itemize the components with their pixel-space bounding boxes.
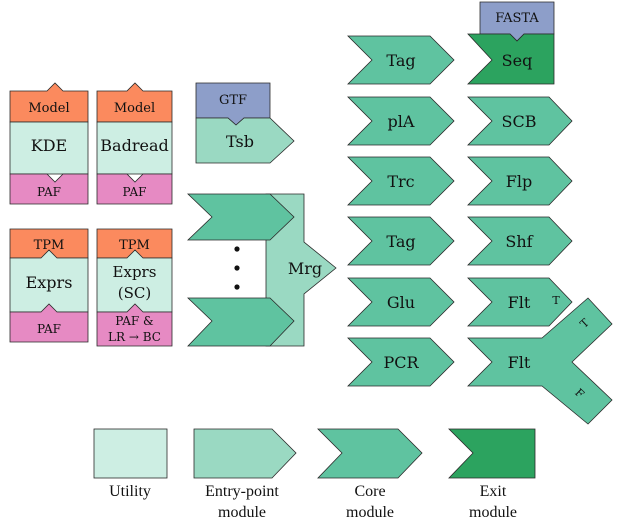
legend-item-core: Core module <box>317 428 423 521</box>
utility-output-label: PAF <box>37 185 61 199</box>
tsb-body <box>195 117 295 164</box>
ellipsis-dot <box>234 246 240 252</box>
legend-label-line2: module <box>469 504 517 521</box>
utility-label-line2: (SC) <box>118 284 151 302</box>
utility-input-label: TPM <box>34 238 65 253</box>
legend-label: Entry-point <box>205 483 279 500</box>
core-label: SCB <box>502 112 537 131</box>
filter-split-module: Flt T F <box>467 297 613 425</box>
ellipsis-dot <box>234 284 240 290</box>
legend-label: Utility <box>109 483 151 500</box>
utility-body <box>96 249 173 313</box>
legend-swatch-entry-point <box>193 428 297 479</box>
utility-body <box>9 121 89 175</box>
legend-item-exit: Exit module <box>448 428 536 521</box>
core-chevron <box>467 156 573 206</box>
utility-output-label: PAF <box>123 185 147 199</box>
seq-body <box>467 33 555 85</box>
core-label: Flt <box>508 293 531 312</box>
utility-output-tab <box>9 173 89 205</box>
core-chevron <box>467 277 573 327</box>
core-chevron <box>347 337 455 387</box>
core-module-tag: Tag <box>347 35 455 85</box>
legend-label-line2: module <box>346 504 394 521</box>
utility-input-label: Model <box>28 101 69 116</box>
fasta-label: FASTA <box>495 11 539 26</box>
core-chevron <box>467 96 573 146</box>
utility-label: KDE <box>31 136 67 155</box>
core-label: Glu <box>387 293 415 312</box>
seq-label: Seq <box>502 51 533 70</box>
core-label: PCR <box>383 353 419 372</box>
core-chevron <box>347 277 455 327</box>
legend-swatch-utility <box>93 428 168 479</box>
merge-group: Mrg <box>187 193 337 347</box>
exit-module-seq: FASTA Seq <box>467 1 555 85</box>
core-chevron <box>347 35 455 85</box>
core-module-flt: Flt T <box>467 277 573 327</box>
utility-output-label: PAF & <box>115 314 154 328</box>
utility-body <box>96 121 173 175</box>
filter-split-shape <box>467 297 613 425</box>
core-module-tag-2: Tag <box>347 216 455 266</box>
utility-label: Exprs <box>113 263 157 281</box>
core-module-pla: plA <box>347 96 455 146</box>
core-chevron <box>347 156 455 206</box>
core-col2: SCB Flp Shf Flt T <box>467 96 573 327</box>
merge-input-chevron-bottom <box>187 297 295 347</box>
ellipsis-dot <box>234 265 240 271</box>
utility-input-label: Model <box>114 101 155 116</box>
legend-label-line2: module <box>218 504 266 521</box>
core-module-scb: SCB <box>467 96 573 146</box>
true-branch-tag: T <box>552 294 560 307</box>
core-module-shf: Shf <box>467 216 573 266</box>
utility-input-label: TPM <box>119 238 150 253</box>
legend-label: Core <box>354 483 385 500</box>
core-chevron <box>467 216 573 266</box>
utility-output-label: PAF <box>37 322 61 336</box>
core-label: plA <box>388 112 415 131</box>
core-col1: Tag plA Trc Tag Glu PCR <box>347 35 455 387</box>
core-chevron <box>347 96 455 146</box>
core-module-trc: Trc <box>347 156 455 206</box>
legend: Utility Entry-point module Core module E… <box>93 428 536 521</box>
merge-label: Mrg <box>288 259 322 278</box>
core-label: Tag <box>386 51 415 70</box>
utility-box-badread: Model Badread PAF <box>96 82 173 205</box>
legend-swatch-core <box>317 428 423 479</box>
core-module-pcr: PCR <box>347 337 455 387</box>
utility-label: Exprs <box>26 273 73 292</box>
utility-output-label-line2: LR → BC <box>108 330 161 344</box>
legend-item-utility: Utility <box>93 428 168 500</box>
utility-box-exprs: TPM Exprs PAF <box>9 228 89 343</box>
entry-module-tsb: GTF Tsb <box>195 82 295 164</box>
utility-output-tab <box>9 303 89 343</box>
legend-label: Exit <box>480 483 507 500</box>
utility-output-tab <box>96 173 173 205</box>
tsb-label: Tsb <box>226 132 254 151</box>
legend-swatch-exit <box>448 428 536 479</box>
legend-item-entry-point: Entry-point module <box>193 428 297 521</box>
utility-label: Badread <box>100 136 168 155</box>
utility-box-exprs-sc: TPM Exprs (SC) PAF & LR → BC <box>96 228 173 347</box>
merge-module <box>265 193 337 347</box>
utility-box-kde: Model KDE PAF <box>9 82 89 205</box>
core-label: Trc <box>387 172 414 191</box>
merge-input-chevron-top <box>187 193 295 241</box>
core-module-glu: Glu <box>347 277 455 327</box>
core-label: Tag <box>386 232 415 251</box>
core-label: Shf <box>505 232 533 251</box>
core-chevron <box>347 216 455 266</box>
gtf-label: GTF <box>219 93 247 108</box>
core-label: Flp <box>506 172 532 191</box>
core-module-flp: Flp <box>467 156 573 206</box>
utility-output-tab <box>96 303 173 347</box>
filter-split-label: Flt <box>508 353 531 372</box>
